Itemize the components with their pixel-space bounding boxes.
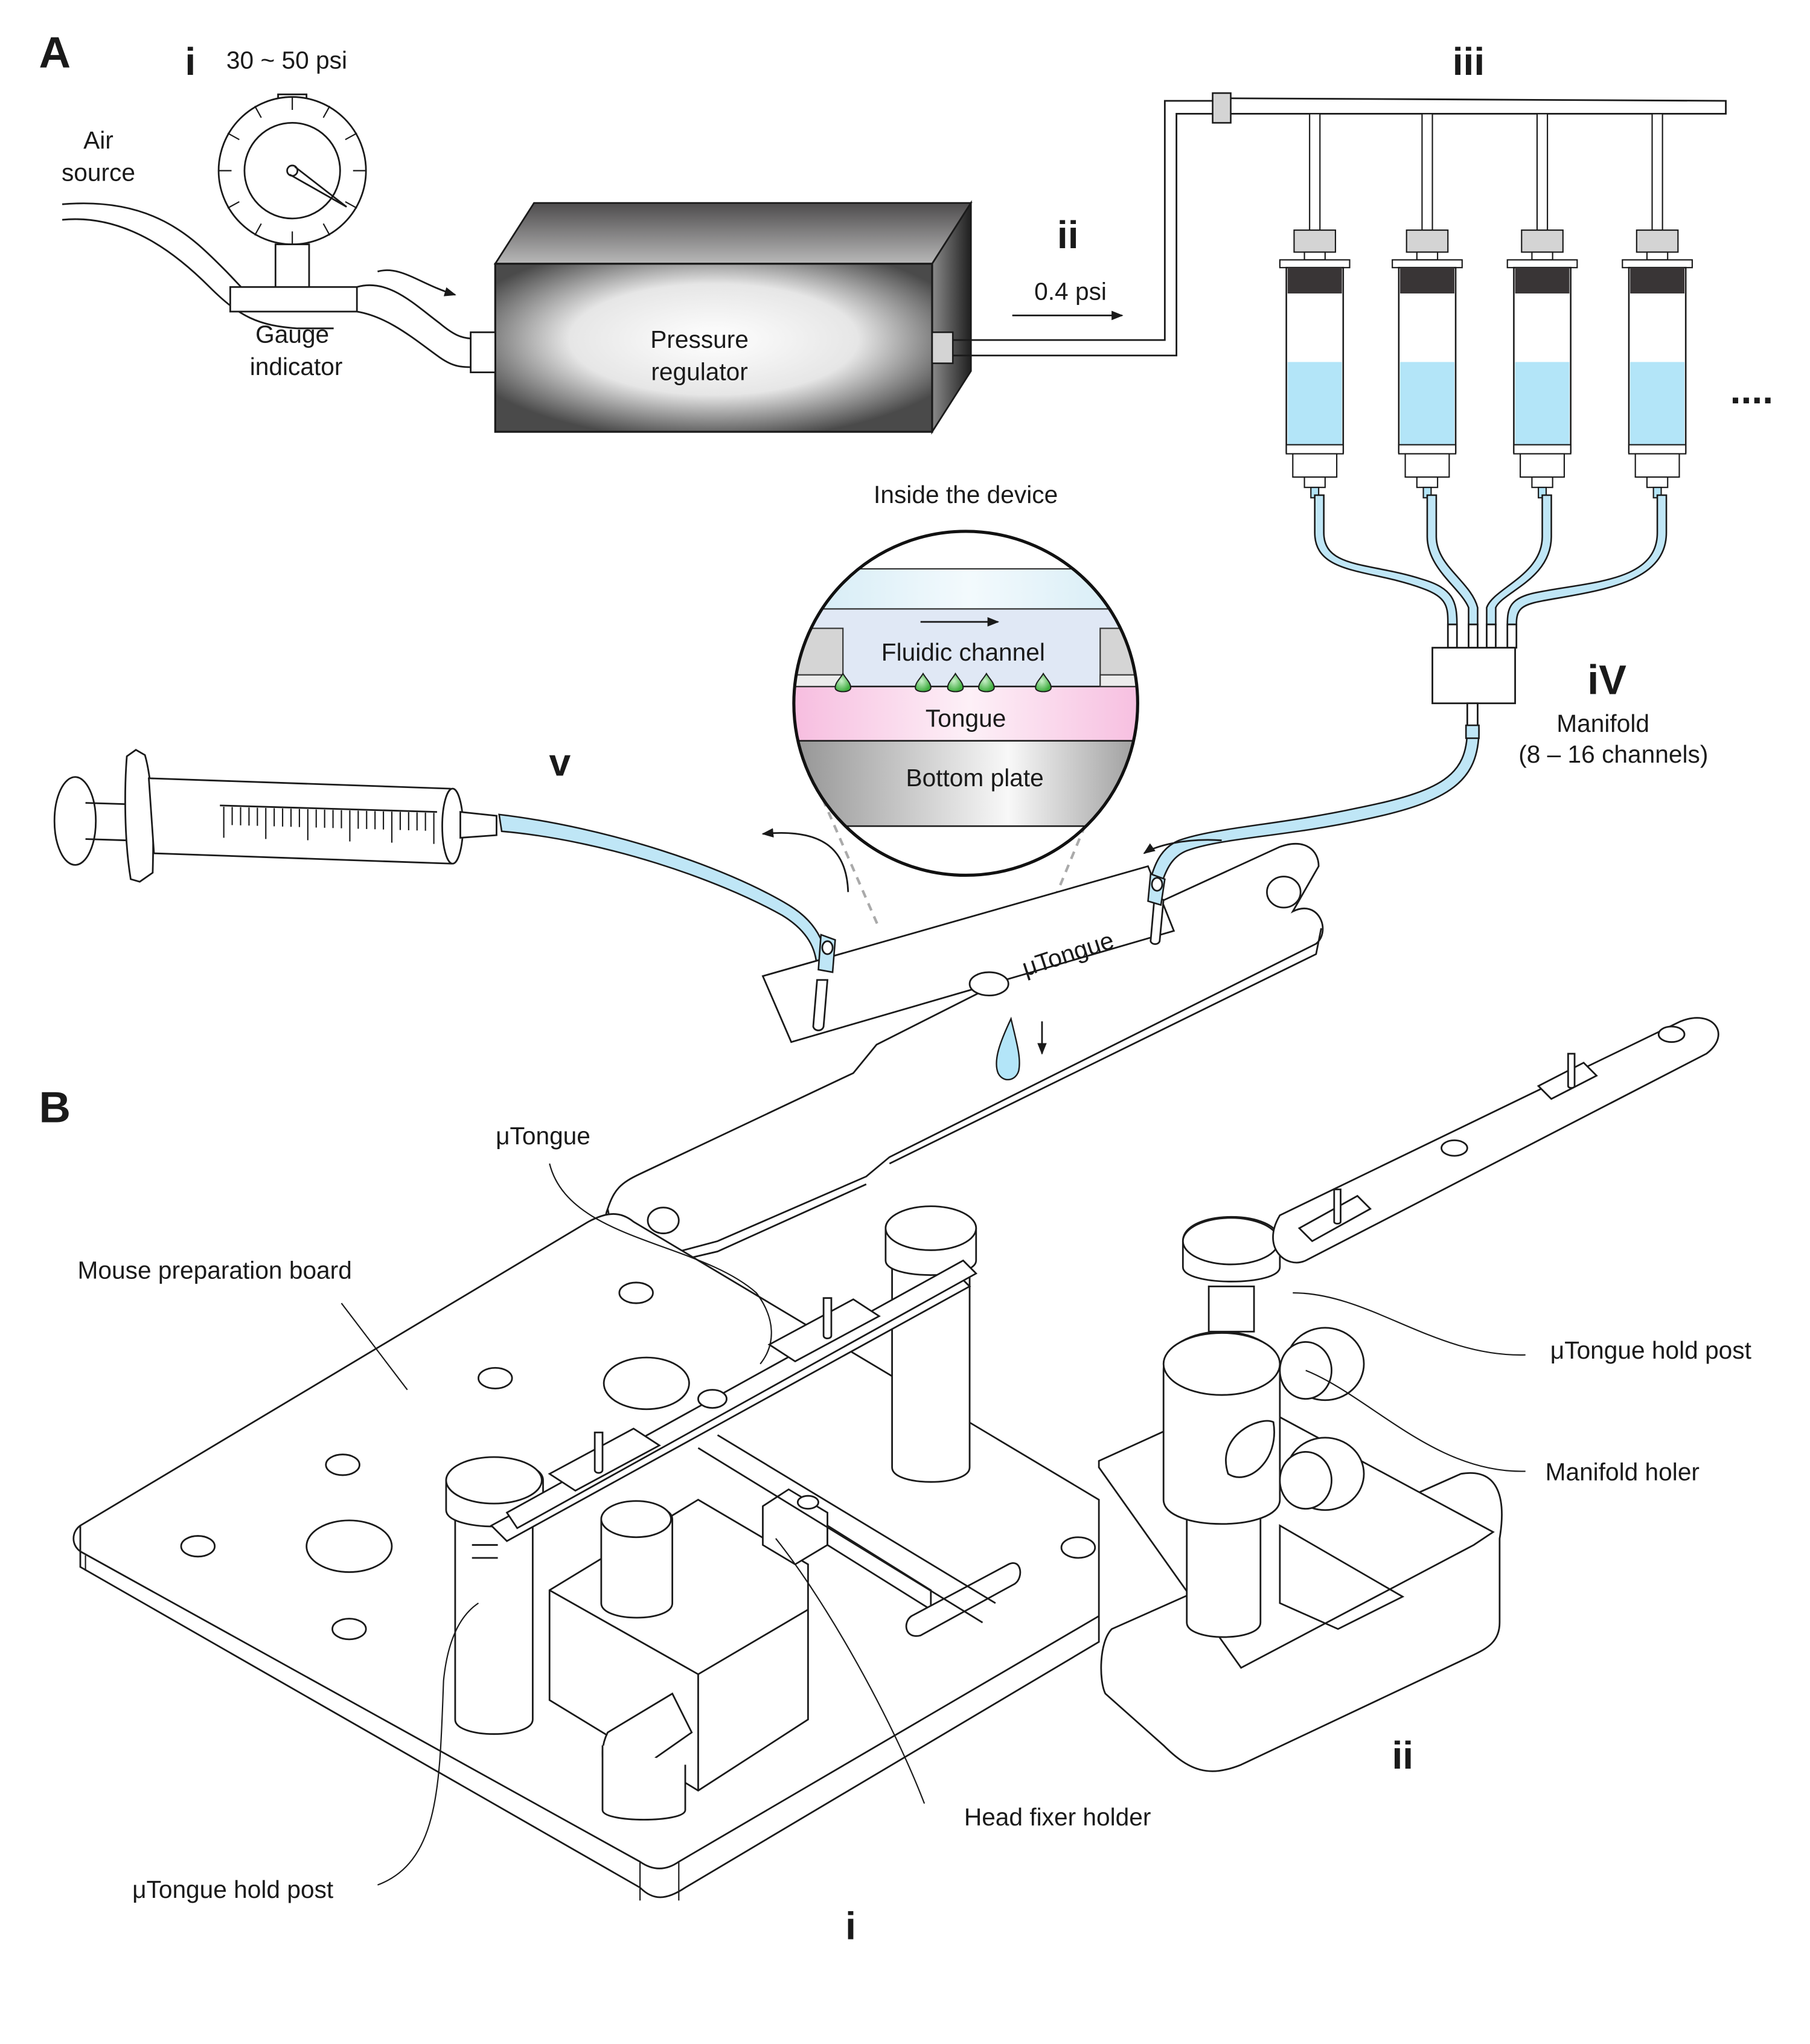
taste-droplet xyxy=(1035,672,1052,693)
part-ii-numeral: ii xyxy=(1392,1734,1413,1777)
gauge-label-1: Gauge xyxy=(255,320,329,348)
gauge-label-2: indicator xyxy=(250,353,343,380)
input-pressure-label: 30 ~ 50 psi xyxy=(226,46,347,74)
callout-head-fixer: Head fixer holder xyxy=(964,1803,1151,1831)
panel-b-label: B xyxy=(39,1083,71,1132)
regulator-outlet-port xyxy=(931,331,954,364)
panel-a-label: A xyxy=(39,28,71,77)
gauge-ticks xyxy=(219,97,366,245)
manifold: iV Manifold (8 – 16 channels) xyxy=(1150,623,1708,883)
callout-board: Mouse preparation board xyxy=(78,1256,352,1284)
taste-droplet xyxy=(947,672,964,693)
mouse-preparation-board xyxy=(72,1213,1100,1901)
callout-hold-post-right: μTongue hold post xyxy=(1550,1336,1751,1364)
more-reservoirs-ellipsis: .... xyxy=(1730,368,1773,412)
inset-channel-label: Fluidic channel xyxy=(881,638,1045,666)
regulator-label-2: regulator xyxy=(651,357,747,385)
reservoir-syringe xyxy=(1622,113,1693,499)
taste-droplets xyxy=(834,672,1052,693)
regulator-label-1: Pressure xyxy=(650,325,749,353)
stage-iv-numeral: iV xyxy=(1587,657,1626,703)
reservoir-syringe xyxy=(1279,113,1351,499)
stage-v: v xyxy=(53,741,849,973)
regulated-pressure-label: 0.4 psi xyxy=(1034,278,1107,306)
drip-droplet-icon xyxy=(996,1016,1020,1080)
gauge-icon xyxy=(217,93,367,313)
bottom-plate-layer xyxy=(793,740,1138,827)
stage-v-numeral: v xyxy=(549,741,571,784)
reservoir-liquid xyxy=(1515,362,1570,445)
inset-tongue-label: Tongue xyxy=(926,704,1006,732)
manifold-label: Manifold xyxy=(1556,710,1649,737)
manifold-channels-label: (8 – 16 channels) xyxy=(1518,740,1708,768)
waste-syringe-icon xyxy=(53,749,497,883)
panel-b: B xyxy=(39,1017,1751,1948)
air-source-label-2: source xyxy=(62,159,135,187)
stage-i: i 30 ~ 50 psi Air source xyxy=(62,40,476,380)
inset-title: Inside the device xyxy=(874,481,1058,508)
stage-ii-numeral: ii xyxy=(1057,213,1079,257)
air-source-label-1: Air xyxy=(83,126,114,154)
inset-plate-label: Bottom plate xyxy=(906,764,1043,792)
taste-droplet xyxy=(915,672,932,693)
manifold-block xyxy=(1431,647,1516,705)
taste-droplet xyxy=(978,672,995,693)
part-i-numeral: i xyxy=(845,1905,856,1948)
reservoir-liquid xyxy=(1287,362,1342,445)
reservoir-syringes xyxy=(1279,113,1693,499)
reservoir-syringe xyxy=(1506,113,1578,499)
plunger xyxy=(1287,268,1342,294)
callout-leaders xyxy=(341,1163,1526,1886)
stage-iii-numeral: iii xyxy=(1453,40,1485,83)
regulator-inlet-port xyxy=(470,331,496,374)
stage-ii: ii 0.4 psi xyxy=(953,100,1215,357)
stage-i-numeral: i xyxy=(185,40,196,83)
utongue-device: μTongue xyxy=(604,839,1324,1262)
manifold-holder-board xyxy=(1098,1017,1719,1772)
head-fixer-holder xyxy=(548,1434,1022,1821)
pressure-regulator: Pressure regulator xyxy=(470,200,973,435)
plunger xyxy=(1630,268,1685,294)
reservoir-syringe xyxy=(1392,113,1463,499)
stage-iii: iii .... xyxy=(1212,40,1773,499)
callout-utongue: μTongue xyxy=(496,1122,590,1150)
reservoir-liquid xyxy=(1400,362,1454,445)
air-line-fitting xyxy=(1212,92,1232,124)
board-i-posts xyxy=(445,1205,978,1735)
inset-inside-device: Inside the device Fluidic channel Tongue… xyxy=(792,481,1139,929)
taste-droplet xyxy=(834,672,852,693)
callout-manifold-holer: Manifold holer xyxy=(1546,1458,1700,1486)
plunger xyxy=(1400,268,1454,294)
reservoir-tubing xyxy=(1314,494,1668,626)
gauge-to-regulator-hose xyxy=(356,269,476,368)
reservoir-liquid xyxy=(1630,362,1685,445)
panel-a: A i 30 ~ 50 psi Air source xyxy=(39,28,1773,1262)
plunger xyxy=(1515,268,1570,294)
callout-hold-post-left: μTongue hold post xyxy=(132,1876,333,1903)
